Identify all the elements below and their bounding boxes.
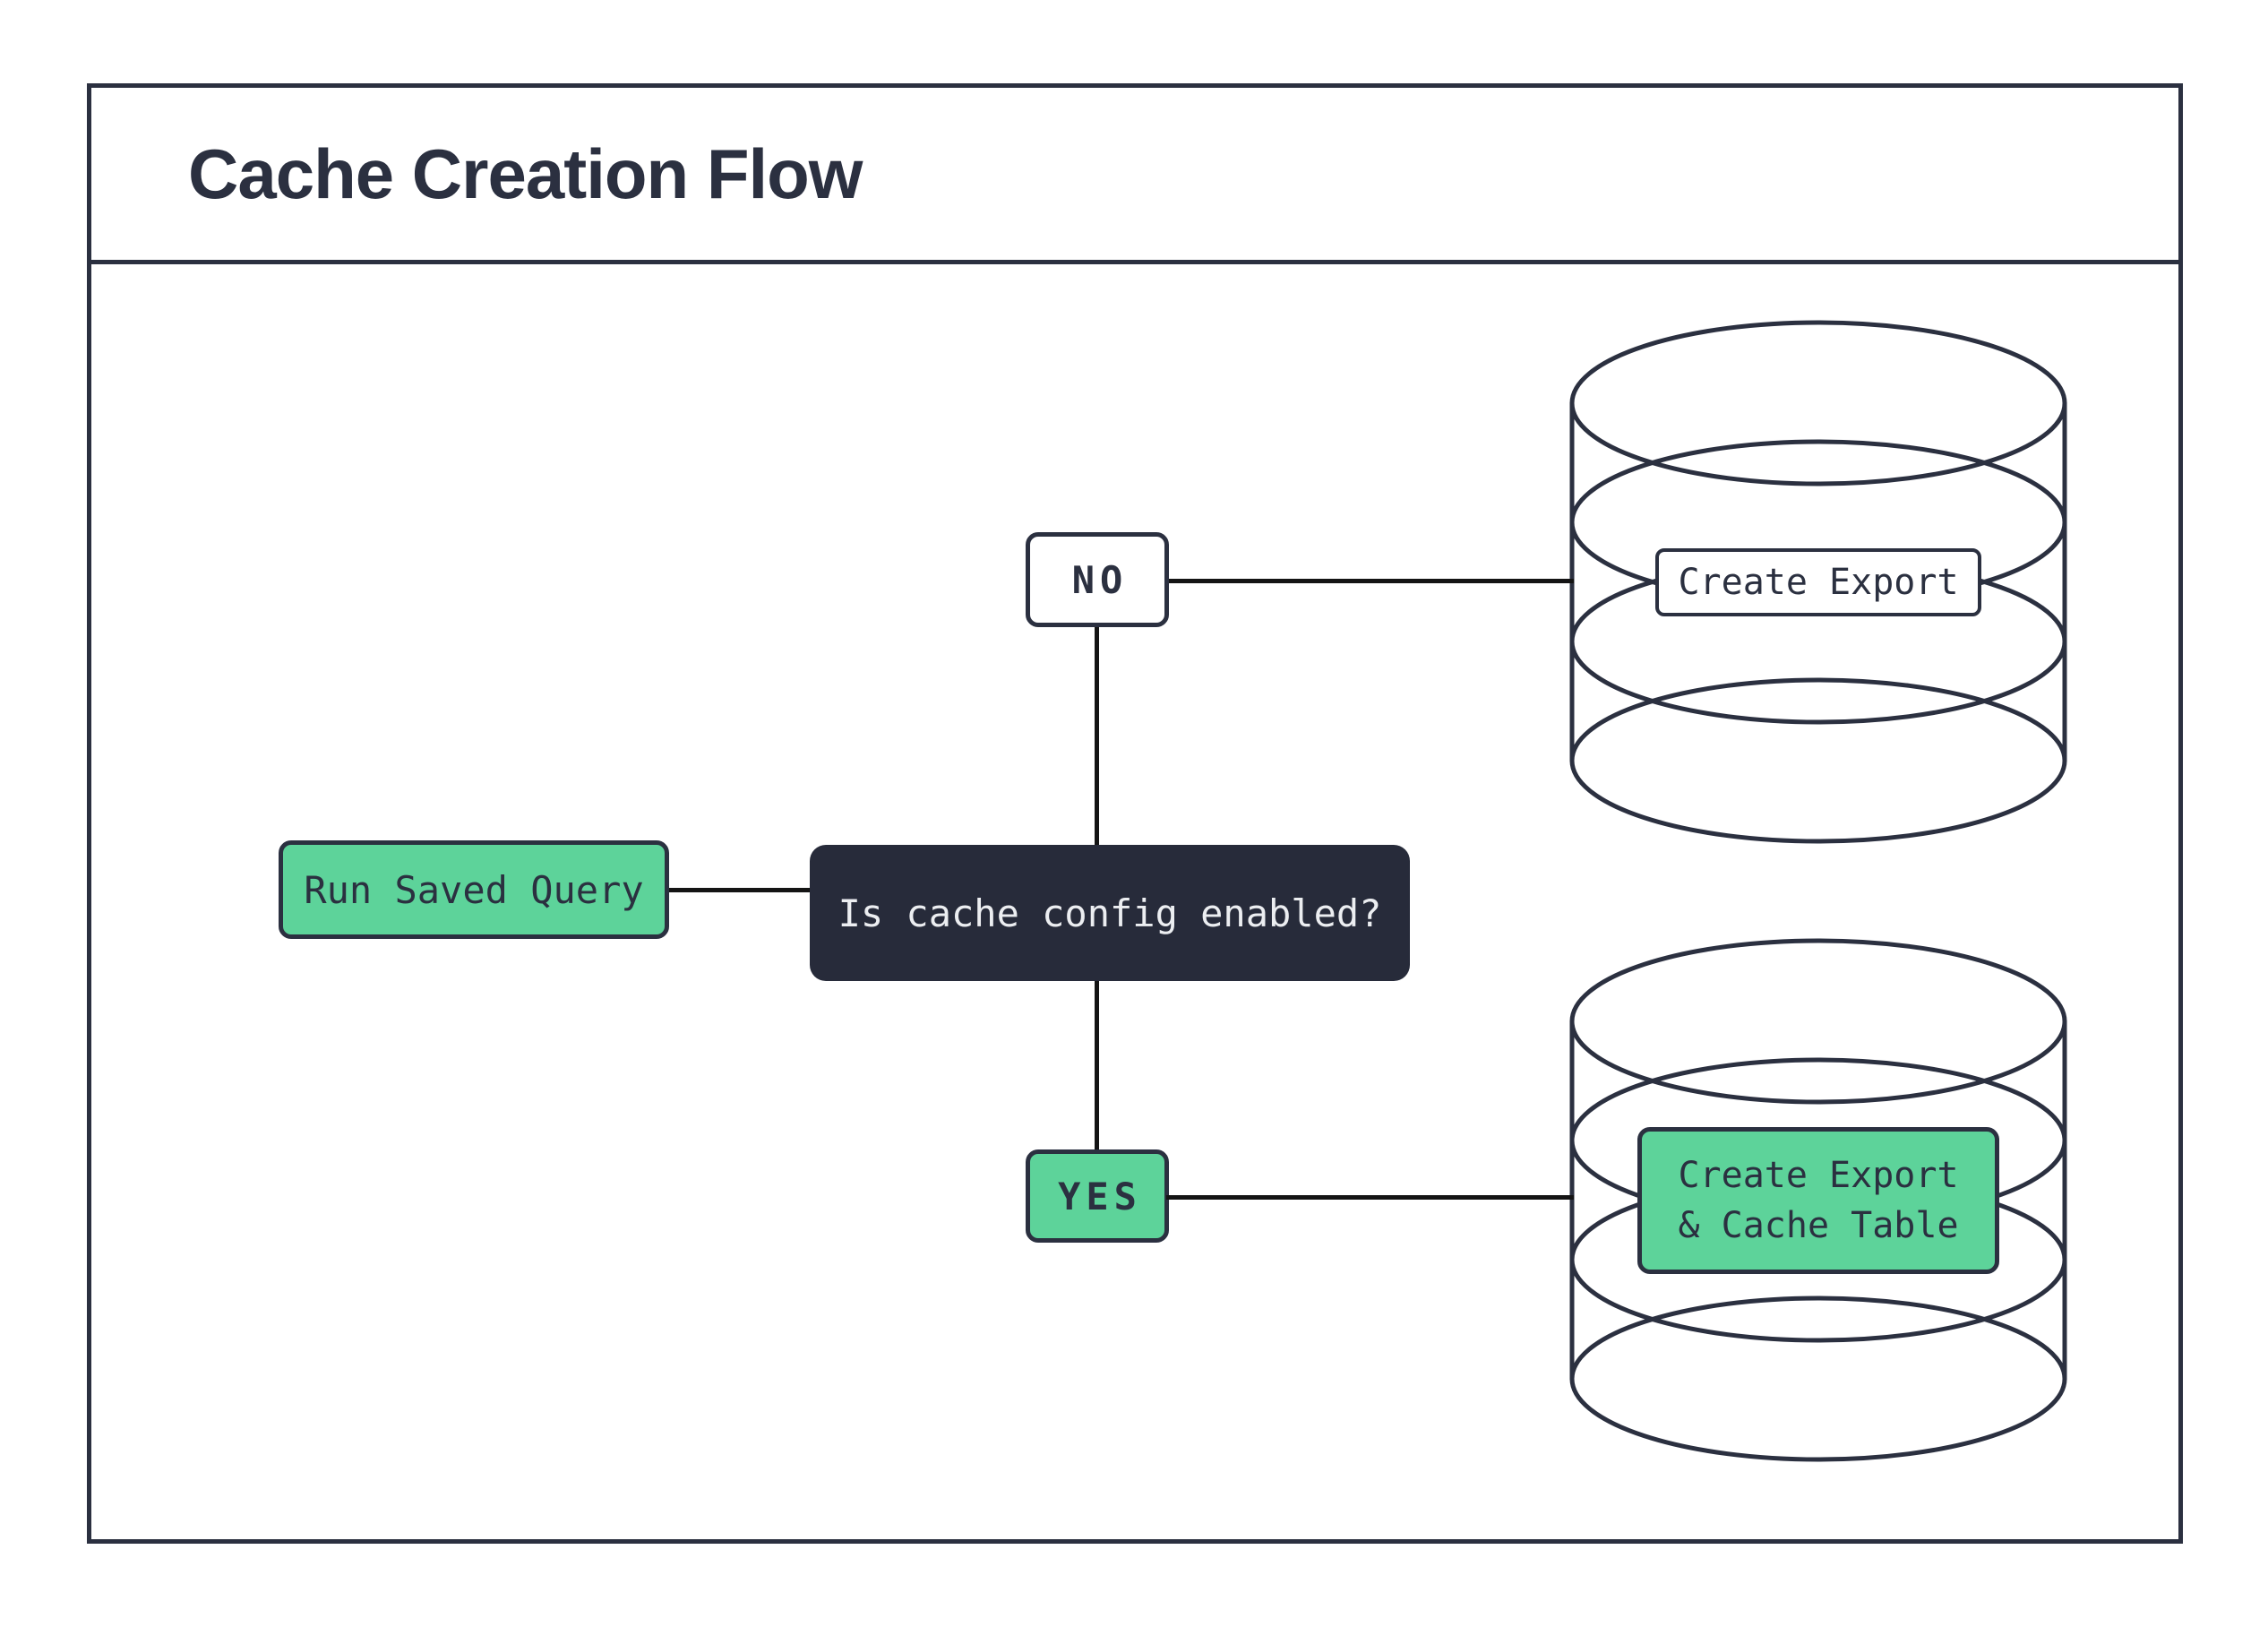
node-decision-label: Is cache config enabled? (838, 891, 1382, 935)
action-create-export-cache-table: Create Export & Cache Table (1637, 1127, 1999, 1274)
connector-no-to-decision (1095, 627, 1099, 845)
action-create-export-cache-table-line2: & Cache Table (1678, 1205, 1959, 1246)
node-run-saved-query-label: Run Saved Query (304, 867, 644, 912)
branch-label-no: NO (1026, 532, 1169, 627)
page-title: Cache Creation Flow (188, 133, 863, 213)
branch-label-yes: YES (1026, 1149, 1169, 1243)
branch-no-text: NO (1071, 557, 1129, 602)
connector-yes-to-database (1166, 1195, 1574, 1200)
branch-yes-text: YES (1058, 1174, 1142, 1218)
connector-no-to-database (1169, 579, 1574, 583)
connector-decision-to-yes (1095, 981, 1099, 1149)
node-run-saved-query: Run Saved Query (279, 840, 669, 939)
action-create-export: Create Export (1655, 548, 1981, 616)
action-create-export-cache-table-line1: Create Export (1678, 1155, 1959, 1196)
diagram-header: Cache Creation Flow (87, 83, 2183, 264)
node-decision-cache-config: Is cache config enabled? (810, 845, 1410, 981)
action-create-export-label: Create Export (1678, 562, 1959, 603)
connector-start-to-decision (669, 888, 810, 892)
